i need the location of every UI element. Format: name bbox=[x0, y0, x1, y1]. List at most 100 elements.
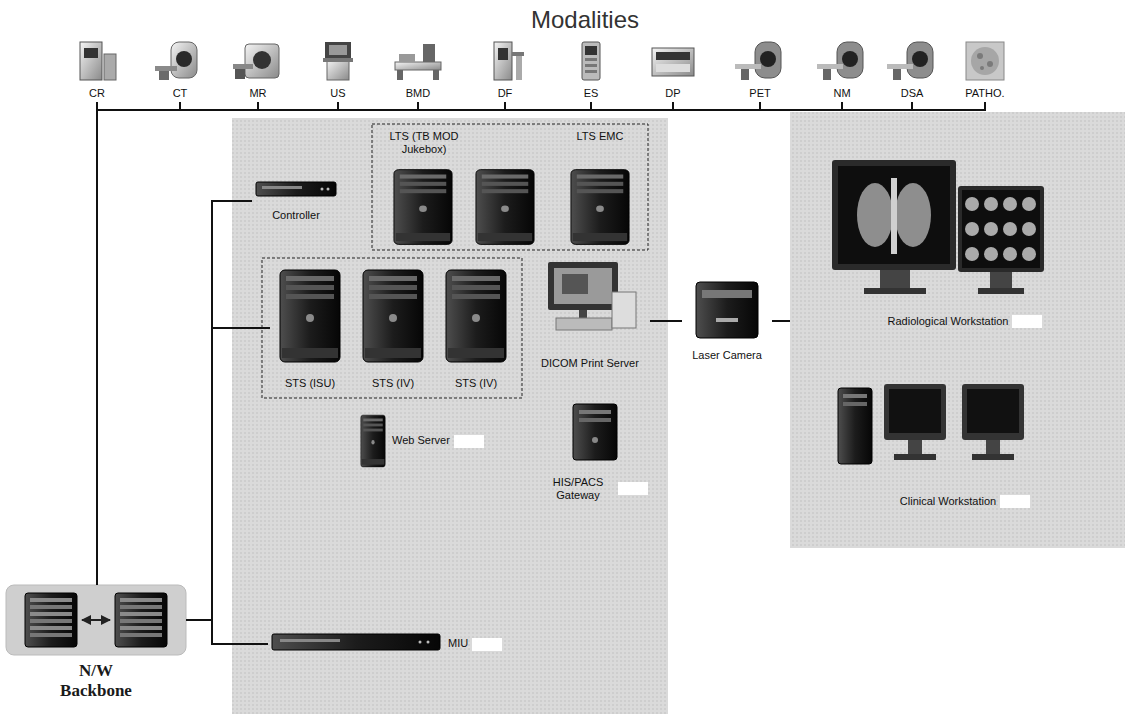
icon-part bbox=[329, 45, 347, 55]
bmd-icon bbox=[395, 44, 441, 80]
connector bbox=[97, 102, 673, 585]
connector bbox=[186, 328, 270, 620]
icon-part bbox=[427, 641, 430, 644]
node-label: MR bbox=[249, 87, 266, 100]
dp-icon bbox=[652, 48, 694, 76]
icon-part bbox=[837, 42, 863, 78]
miu-node: MIU bbox=[268, 628, 502, 660]
icon-part bbox=[262, 186, 302, 189]
icon-part bbox=[245, 44, 279, 78]
icon-part bbox=[832, 160, 956, 270]
icon-part bbox=[516, 56, 522, 80]
icon-part bbox=[423, 44, 435, 62]
label-row: MIU bbox=[448, 637, 502, 650]
long-term-storage-node: LTS EMC bbox=[560, 128, 640, 246]
node-label: Radiological Workstation bbox=[888, 315, 1009, 328]
storage-icon bbox=[571, 170, 629, 245]
icon-part bbox=[325, 42, 351, 58]
diagram-title: Modalities bbox=[385, 6, 785, 34]
icon-part bbox=[895, 183, 931, 247]
label-row: PET bbox=[749, 87, 770, 100]
icon-part bbox=[908, 440, 922, 454]
icon-part bbox=[327, 60, 349, 80]
icon-part bbox=[1003, 222, 1017, 236]
node-label: BMD bbox=[406, 87, 430, 100]
icon-part bbox=[104, 54, 116, 80]
icon-part bbox=[159, 71, 169, 80]
node-label: LTS (TB MOD Jukebox) bbox=[375, 130, 473, 156]
icon-part bbox=[399, 54, 415, 62]
icon-part bbox=[612, 292, 636, 328]
icon-part bbox=[321, 188, 324, 191]
icon-part bbox=[958, 186, 1044, 272]
laser-camera-icon bbox=[696, 282, 758, 338]
icon-part bbox=[990, 272, 1012, 288]
web-server-icon bbox=[361, 415, 385, 467]
icon-part bbox=[579, 410, 611, 414]
icon-part bbox=[843, 394, 867, 398]
blank-tag bbox=[618, 482, 648, 495]
label-row: DICOM Print Server bbox=[541, 357, 639, 370]
node-label: Laser Camera bbox=[692, 349, 762, 362]
icon-part bbox=[171, 42, 197, 78]
label-row: STS (IV) bbox=[455, 377, 497, 390]
icon-part bbox=[579, 310, 587, 318]
film-link-wire bbox=[772, 320, 790, 322]
icon-part bbox=[735, 64, 761, 69]
label-row: NM bbox=[833, 87, 850, 100]
label-row: STS (ISU) bbox=[285, 377, 335, 390]
modality-node: DF bbox=[473, 38, 537, 102]
label-row: Clinical Workstation bbox=[900, 495, 1030, 508]
icon-part bbox=[1003, 197, 1017, 211]
web-server-node: Web Server bbox=[356, 412, 484, 470]
node-label: Controller bbox=[272, 209, 320, 222]
modality-node: CT bbox=[148, 38, 212, 102]
long-term-storage-node: LTS (TB MOD Jukebox) bbox=[375, 128, 473, 246]
connector bbox=[97, 102, 505, 585]
label-row: N/W Backbone bbox=[46, 661, 146, 700]
icon-part bbox=[397, 70, 403, 80]
node-label: LTS EMC bbox=[577, 130, 624, 143]
icon-part bbox=[907, 42, 933, 78]
icon-part bbox=[984, 247, 998, 261]
icon-part bbox=[280, 639, 340, 642]
label-row: DP bbox=[665, 87, 680, 100]
icon-part bbox=[323, 58, 353, 62]
modality-node: PATHO. bbox=[953, 38, 1017, 102]
modality-node: CR bbox=[65, 38, 129, 102]
icon-part bbox=[656, 52, 690, 60]
icon-part bbox=[652, 48, 694, 76]
workstation-panel bbox=[790, 112, 1125, 548]
es-icon bbox=[582, 42, 600, 80]
jukebox-icon bbox=[394, 170, 452, 245]
icon-part bbox=[962, 384, 1024, 440]
node-label: DP bbox=[665, 87, 680, 100]
label-row: Web Server bbox=[392, 434, 484, 447]
label-row: STS (IV) bbox=[372, 377, 414, 390]
icon-part bbox=[656, 64, 690, 72]
short-term-storage-node: STS (IV) bbox=[436, 264, 516, 392]
icon-part bbox=[1022, 222, 1036, 236]
node-label: ES bbox=[584, 87, 599, 100]
icon-part bbox=[233, 64, 253, 69]
modality-node: ES bbox=[559, 38, 623, 102]
icon-part bbox=[977, 53, 983, 59]
icon-part bbox=[494, 42, 512, 80]
icon-part bbox=[962, 190, 1040, 268]
icon-part bbox=[556, 318, 612, 330]
icon-part bbox=[912, 51, 928, 67]
icon-part bbox=[864, 288, 926, 294]
df-icon bbox=[494, 42, 524, 80]
icon-part bbox=[755, 42, 781, 78]
print-server-icon bbox=[548, 262, 636, 330]
icon-part bbox=[554, 268, 612, 304]
workstation-node: Clinical Workstation bbox=[820, 380, 1110, 510]
label-row: Radiological Workstation bbox=[888, 315, 1043, 328]
miu-icon bbox=[272, 634, 440, 650]
icon-part bbox=[696, 282, 758, 338]
icon-part bbox=[512, 52, 524, 56]
label-row: Laser Camera bbox=[692, 349, 762, 362]
blank-tag bbox=[472, 638, 502, 651]
modality-node: DSA bbox=[880, 38, 944, 102]
